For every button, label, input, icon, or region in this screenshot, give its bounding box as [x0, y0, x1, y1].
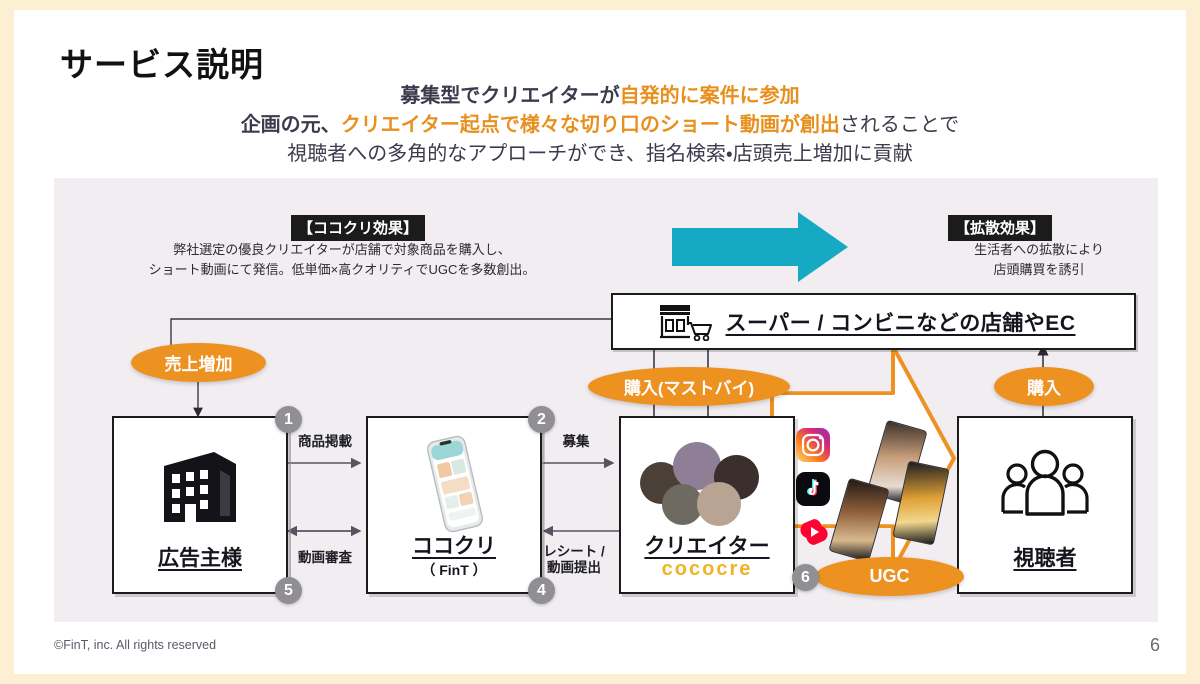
- avatar: [697, 482, 741, 526]
- node-kokokuri-sublabel: （ FinT ）: [421, 562, 487, 578]
- creator-avatars-icon: [621, 434, 793, 526]
- node-kokokuri[interactable]: ココクリ （ FinT ）: [366, 416, 542, 594]
- instagram-icon: [796, 428, 830, 462]
- avatar: [662, 484, 703, 525]
- kokokuri-effect-description: 弊社選定の優良クリエイターが店舗で対象商品を購入し、 ショート動画にて発信。低単…: [142, 240, 542, 280]
- subtitle-line1-pre: 募集型でクリエイターが: [400, 85, 620, 107]
- pill-ugc[interactable]: UGC: [815, 557, 964, 596]
- pill-sales-increase[interactable]: 売上増加: [131, 343, 266, 382]
- slide-canvas: サービス説明 募集型でクリエイターが自発的に案件に参加 企画の元、クリエイター起…: [14, 10, 1186, 674]
- store-and-ec-bar[interactable]: スーパー / コンビニなどの店舗やEC: [611, 293, 1136, 350]
- cococre-logo: cococre: [661, 558, 753, 580]
- kakusan-desc-line1: 生活者への拡散により: [974, 242, 1104, 257]
- store-bar-label: スーパー / コンビニなどの店舗やEC: [725, 311, 1076, 335]
- pill-purchase[interactable]: 購入: [994, 367, 1094, 406]
- flow-label-recruitment: 募集: [562, 434, 590, 449]
- subtitle-line-2: 企画の元、クリエイター起点で様々な切り口のショート動画が創出されることで: [14, 111, 1186, 140]
- node-advertiser[interactable]: 広告主様: [112, 416, 288, 594]
- page-number: 6: [1149, 635, 1160, 655]
- tiktok-icon: [796, 472, 830, 506]
- subtitle-line2-pre: 企画の元、: [240, 114, 341, 136]
- subtitle-line-1: 募集型でクリエイターが自発的に案件に参加: [14, 82, 1186, 111]
- flow-label-product-listing: 商品掲載: [298, 434, 352, 449]
- kokokuri-desc-line1: 弊社選定の優良クリエイターが店舗で対象商品を購入し、: [173, 242, 511, 257]
- flow-label-receipt-submission: レシート / 動画提出: [522, 544, 626, 576]
- page-title: サービス説明: [60, 46, 264, 83]
- pill-purchase-mustbuy[interactable]: 購入(マストバイ): [588, 367, 790, 406]
- step-badge-4: 4: [528, 577, 555, 604]
- subtitle-line2-highlight: クリエイター起点で様々な切り口のショート動画が創出: [340, 114, 840, 136]
- storefront-cart-icon: [660, 304, 712, 341]
- node-advertiser-label: 広告主様: [158, 547, 242, 570]
- kokokuri-desc-line2: ショート動画にて発信。低単価×高クオリティでUGCを多数創出。: [148, 262, 536, 277]
- kakusan-desc-line2: 店頭購買を誘引: [993, 262, 1085, 277]
- step-badge-1: 1: [275, 406, 302, 433]
- subtitle-block: 募集型でクリエイターが自発的に案件に参加 企画の元、クリエイター起点で様々な切り…: [14, 82, 1186, 169]
- kakusan-effect-description: 生活者への拡散により 店頭購買を誘引: [929, 240, 1149, 280]
- smartphone-app-icon: [427, 435, 483, 533]
- flow-label-video-review: 動画審査: [298, 550, 352, 565]
- teal-flow-arrow-icon: [672, 212, 848, 282]
- ugc-phone-mockups: [828, 419, 968, 564]
- social-icon-stack: [796, 428, 836, 558]
- node-creator[interactable]: クリエイター cococre: [619, 416, 795, 594]
- flow-label-receipt-line2: 動画提出: [547, 560, 601, 575]
- flow-label-receipt-line1: レシート /: [543, 544, 605, 559]
- youtube-shorts-icon: [800, 519, 828, 545]
- step-badge-5: 5: [275, 577, 302, 604]
- diagram-panel: 【ココクリ効果】 弊社選定の優良クリエイターが店舗で対象商品を購入し、 ショート…: [54, 178, 1158, 622]
- subtitle-line1-highlight: 自発的に案件に参加: [619, 85, 800, 107]
- node-kokokuri-label: ココクリ: [412, 535, 496, 558]
- node-viewer[interactable]: 視聴者: [957, 416, 1133, 594]
- kakusan-effect-tag: 【拡散効果】: [948, 215, 1053, 241]
- subtitle-line-3: 視聴者への多角的なアプローチができ、指名検索・店頭売上増加に貢献: [287, 143, 913, 165]
- step-badge-2: 2: [528, 406, 555, 433]
- node-viewer-label: 視聴者: [1013, 547, 1077, 570]
- step-badge-6: 6: [792, 564, 819, 591]
- office-building-icon: [164, 452, 236, 522]
- phone-mockup: [828, 477, 890, 563]
- node-creator-label: クリエイター: [644, 535, 770, 558]
- subtitle-line2-post: されることで: [839, 114, 960, 136]
- kokokuri-effect-tag: 【ココクリ効果】: [291, 215, 426, 241]
- copyright-footer: ©FinT, inc. All rights reserved: [54, 638, 217, 652]
- people-group-icon: [1001, 449, 1089, 516]
